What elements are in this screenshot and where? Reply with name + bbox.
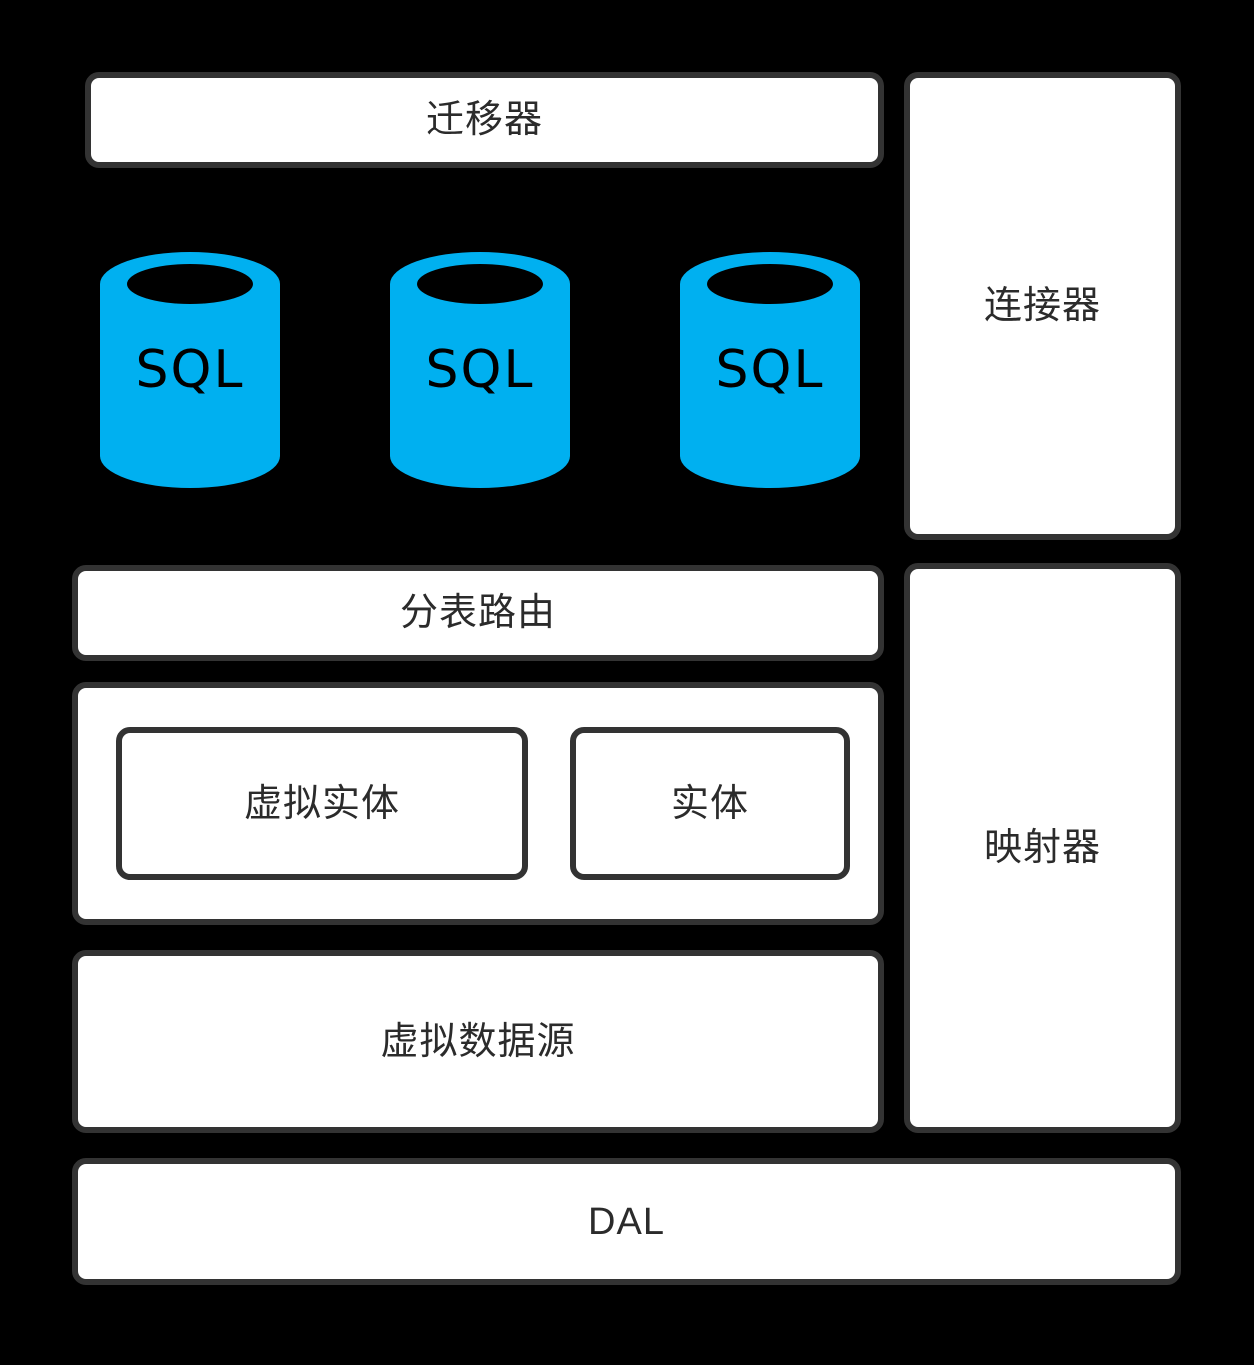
virtual-entity-box[interactable]: 虚拟实体 <box>116 727 528 880</box>
entity-label: 实体 <box>670 782 749 825</box>
virtual-entity-label: 虚拟实体 <box>243 782 400 825</box>
database-cylinder-icon <box>100 252 280 488</box>
database-cylinder-3[interactable]: SQL <box>680 252 860 488</box>
migrator-label: 迁移器 <box>425 99 543 141</box>
database-row: SQL SQL SQL <box>0 252 884 492</box>
migrator-box[interactable]: 迁移器 <box>85 72 884 168</box>
entity-box[interactable]: 实体 <box>570 727 850 880</box>
shard-route-box[interactable]: 分表路由 <box>72 565 884 661</box>
database-cylinder-1[interactable]: SQL <box>100 252 280 488</box>
virtual-datasource-box[interactable]: 虚拟数据源 <box>72 950 884 1133</box>
database-cylinder-icon <box>680 252 860 488</box>
shard-route-label: 分表路由 <box>399 592 556 634</box>
mapper-label: 映射器 <box>983 827 1101 869</box>
connector-label: 连接器 <box>983 285 1101 327</box>
dal-label: DAL <box>588 1200 665 1243</box>
dal-box[interactable]: DAL <box>72 1158 1181 1285</box>
virtual-datasource-label: 虚拟数据源 <box>380 1020 576 1063</box>
mapper-box[interactable]: 映射器 <box>904 563 1181 1133</box>
connector-box[interactable]: 连接器 <box>904 72 1181 540</box>
entity-group-box: 虚拟实体 实体 <box>72 682 884 925</box>
database-cylinder-2[interactable]: SQL <box>390 252 570 488</box>
database-cylinder-icon <box>390 252 570 488</box>
